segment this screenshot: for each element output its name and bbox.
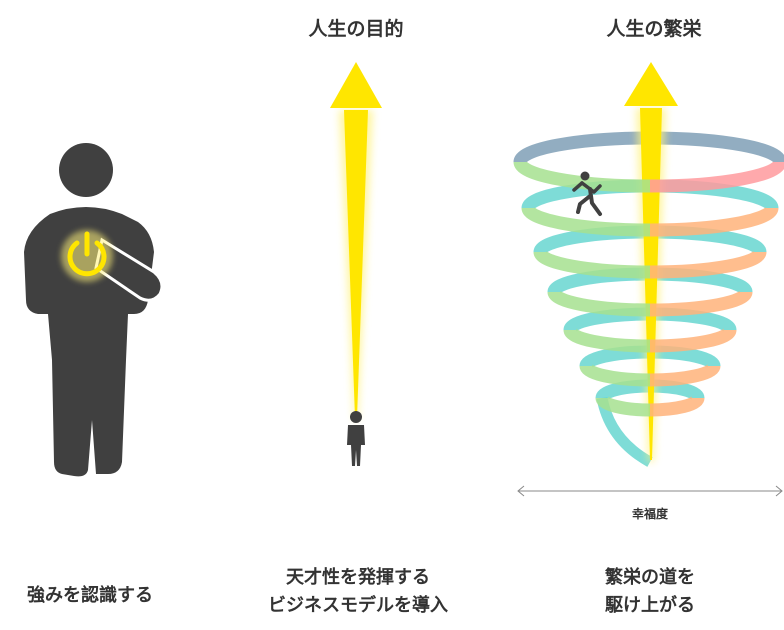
- caption-recognize-strengths: 強みを認識する: [0, 582, 180, 610]
- panel-3-title: 人生の繁栄: [606, 18, 702, 40]
- spiral-band: [547, 289, 651, 317]
- spiral-band: [649, 206, 779, 237]
- power-icon: [61, 230, 113, 282]
- person-with-power-symbol-icon: [24, 143, 164, 477]
- caption-line: ビジネスモデルを導入: [268, 595, 448, 616]
- spiral-band: [649, 395, 705, 417]
- spiral-band: [563, 327, 651, 353]
- spiral-band: [649, 363, 721, 387]
- upward-spiral-with-runner-icon: [513, 62, 784, 467]
- axis-label-happiness: 幸福度: [631, 507, 668, 521]
- arrow-shaft: [640, 108, 662, 460]
- spiral-band: [649, 250, 767, 279]
- upward-arrow-with-person-icon: [330, 62, 382, 466]
- caption-prosperity-path: 繁栄の道を 駆け上がる: [560, 564, 740, 620]
- spiral-band: [649, 289, 753, 317]
- spiral-band: [521, 206, 651, 237]
- spiral-band: [649, 327, 737, 353]
- caption-line: 駆け上がる: [605, 595, 695, 616]
- spiral-band: [595, 395, 651, 417]
- spiral-band: [649, 160, 784, 193]
- small-person-icon: [347, 411, 365, 466]
- spiral-band: [579, 363, 651, 387]
- arrow-head: [624, 62, 678, 106]
- spiral-band: [513, 160, 651, 193]
- caption-line: 強みを認識する: [27, 585, 153, 606]
- panel-2-title: 人生の目的: [308, 18, 404, 40]
- caption-line: 繁栄の道を: [605, 567, 695, 588]
- caption-life-purpose: 天才性を発揮する ビジネスモデルを導入: [232, 564, 484, 620]
- running-person-icon: [572, 171, 602, 216]
- spiral-band: [533, 250, 651, 279]
- caption-line: 天才性を発揮する: [286, 567, 430, 588]
- happiness-axis: [517, 485, 783, 497]
